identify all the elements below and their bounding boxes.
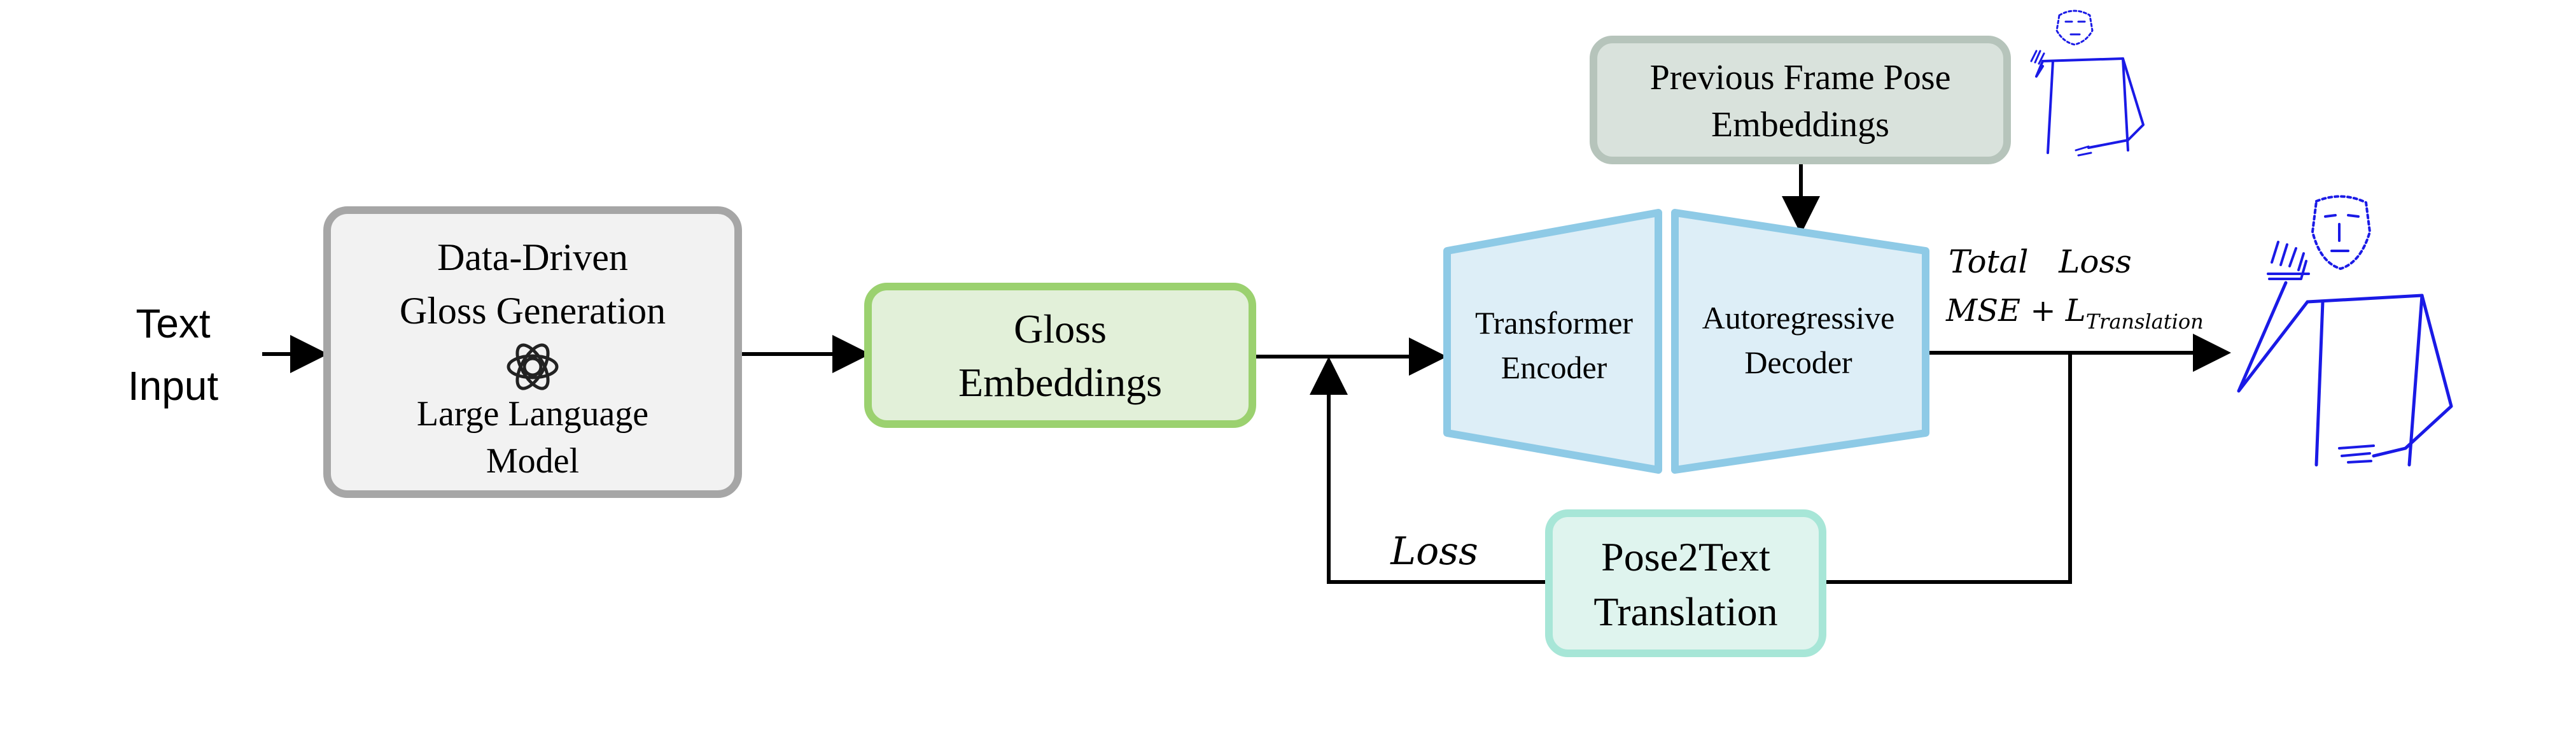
- openai-logo-icon: [507, 343, 559, 390]
- skeleton-pose-previous-icon: [2030, 10, 2145, 157]
- autoregressive-decoder-block: Autoregressive Decoder: [1671, 209, 1929, 474]
- encoder-line2: Encoder: [1501, 350, 1607, 385]
- encoder-line1: Transformer: [1475, 305, 1633, 341]
- transformer-encoder-block: Transformer Encoder: [1443, 209, 1662, 474]
- gloss-generation-box: Data-Driven Gloss Generation Large Langu…: [323, 206, 742, 498]
- pose2text-line1: Pose2Text: [1601, 534, 1770, 579]
- total-loss-formula: MSE + LTranslation: [1945, 293, 2204, 334]
- text-input-label-line2: Input: [128, 363, 219, 409]
- previous-frame-line2: Embeddings: [1711, 105, 1889, 145]
- gloss-generation-llm-line2: Model: [486, 441, 579, 481]
- line-output-to-pose2text: [1824, 353, 2072, 584]
- previous-frame-line1: Previous Frame Pose: [1650, 58, 1951, 97]
- gloss-embeddings-box: Gloss Embeddings: [864, 283, 1256, 428]
- arrow-pose2text-loss-feedback: [1310, 357, 1548, 584]
- gloss-embeddings-line2: Embeddings: [958, 360, 1162, 405]
- skeleton-pose-output-icon: [2237, 195, 2453, 467]
- gloss-generation-title-line2: Gloss Generation: [400, 290, 666, 332]
- gloss-generation-title-line1: Data-Driven: [437, 236, 628, 278]
- previous-frame-box: Previous Frame Pose Embeddings: [1590, 36, 2011, 164]
- loss-label: Loss: [1390, 529, 1478, 574]
- pose2text-line2: Translation: [1593, 589, 1777, 634]
- gloss-generation-llm-line1: Large Language: [417, 394, 648, 434]
- text-input-label-line1: Text: [136, 301, 211, 346]
- pose2text-box: Pose2Text Translation: [1545, 509, 1826, 657]
- total-loss-label: Total Loss: [1949, 243, 2132, 280]
- total-loss-formula-subscript: Translation: [2086, 309, 2204, 334]
- gloss-embeddings-line1: Gloss: [1014, 306, 1107, 351]
- decoder-line2: Decoder: [1744, 344, 1852, 380]
- total-loss-formula-main: MSE + L: [1945, 293, 2086, 329]
- decoder-line1: Autoregressive: [1702, 300, 1895, 336]
